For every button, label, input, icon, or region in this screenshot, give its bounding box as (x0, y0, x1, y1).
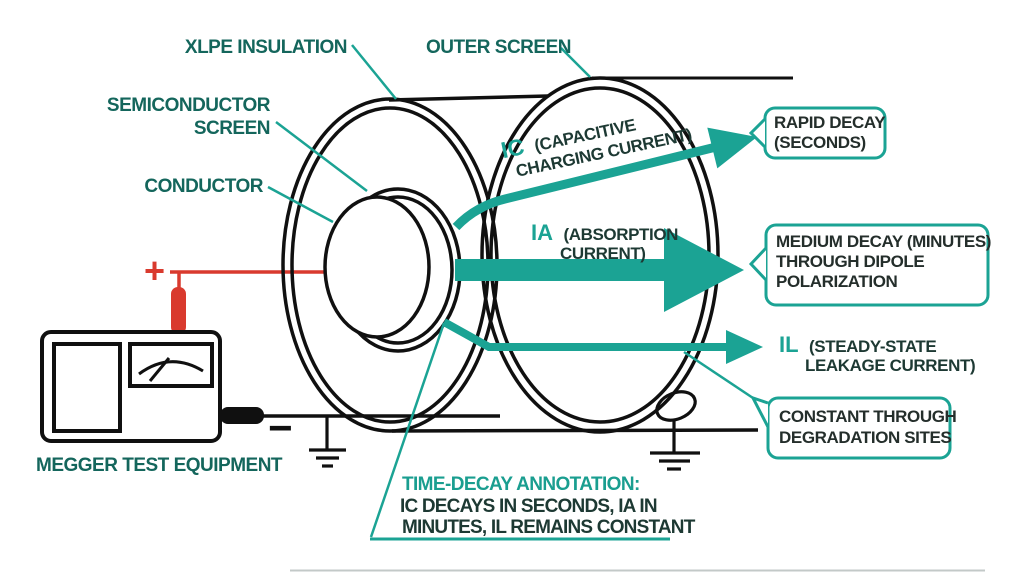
ic-label: IC (CAPACITIVE CHARGING CURRENT) (499, 115, 694, 180)
negative-probe (220, 407, 264, 424)
label-outer-screen: OUTER SCREEN (426, 37, 571, 58)
leader-xlpe (351, 44, 397, 100)
leader-semiconductor (275, 121, 368, 192)
callout-rapid-line2: (SECONDS) (774, 133, 866, 152)
leader-lines (267, 44, 754, 541)
label-megger: MEGGER TEST EQUIPMENT (36, 455, 283, 476)
svg-text:IA (ABSORPTION: IA (ABSORPTION (531, 220, 678, 245)
callout-medium-line3: POLARIZATION (776, 272, 898, 291)
ia-symbol: IA (531, 220, 553, 245)
svg-text:IL (STEADY-STATE: IL (STEADY-STATE (779, 332, 936, 357)
leader-constant-callout (683, 350, 754, 400)
callout-constant-line1: CONSTANT THROUGH (779, 407, 957, 426)
minus-terminal-label: − (268, 404, 293, 451)
meter-arc (138, 360, 204, 376)
annotation-line2: MINUTES, IL REMAINS CONSTANT (402, 517, 696, 538)
leader-annotation (369, 322, 446, 538)
plus-terminal-label: + (144, 250, 165, 291)
label-conductor: CONDUCTOR (144, 176, 263, 197)
callout-constant: CONSTANT THROUGH DEGRADATION SITES (749, 395, 957, 460)
label-semiconductor-line2: SCREEN (194, 118, 270, 139)
il-desc-line1: (STEADY-STATE (809, 337, 936, 356)
cylinder-top-line (388, 94, 549, 102)
time-decay-annotation: TIME-DECAY ANNOTATION: IC DECAYS IN SECO… (400, 474, 697, 538)
callout-medium-decay: MEDIUM DECAY (MINUTES) THROUGH DIPOLE PO… (748, 223, 991, 307)
ground-symbol-right (650, 419, 700, 471)
annotation-line1: IC DECAYS IN SECONDS, IA IN (400, 496, 657, 517)
megger-box: − (40, 330, 293, 451)
positive-probe (171, 287, 186, 334)
ia-arrow (455, 228, 744, 312)
outer-screen-ground-line (391, 428, 759, 433)
il-desc-line2: LEAKAGE CURRENT) (805, 356, 975, 375)
annotation-title: TIME-DECAY ANNOTATION: (402, 474, 640, 495)
leader-conductor (267, 185, 334, 224)
callout-constant-line2: DEGRADATION SITES (779, 428, 951, 447)
ia-desc-line1: (ABSORPTION (563, 225, 678, 244)
ground-symbol-left (309, 416, 346, 468)
callout-rapid-decay: RAPID DECAY (SECONDS) (748, 106, 887, 160)
ground-circuit (262, 414, 759, 471)
callout-medium-line2: THROUGH DIPOLE (776, 252, 924, 271)
meter-display (128, 342, 214, 388)
conductor-ellipse (323, 195, 431, 339)
callout-rapid-line1: RAPID DECAY (774, 113, 886, 132)
megger-panel (52, 342, 122, 433)
positive-circuit: + (144, 250, 325, 334)
il-arrow (442, 318, 763, 364)
ic-arrow (452, 127, 757, 231)
ia-label: IA (ABSORPTION CURRENT) (531, 220, 679, 263)
ic-symbol: IC (499, 133, 527, 163)
meter-needle (148, 357, 171, 382)
leader-outer-screen (560, 47, 591, 78)
il-symbol: IL (779, 332, 799, 357)
callout-medium-line1: MEDIUM DECAY (MINUTES) (776, 232, 991, 251)
degradation-site-ellipse (655, 390, 697, 422)
label-xlpe-insulation: XLPE INSULATION (185, 37, 347, 58)
current-arrows (442, 127, 763, 364)
label-semiconductor-line1: SEMICONDUCTOR (107, 95, 271, 116)
ia-desc-line2: CURRENT) (560, 244, 646, 263)
il-label: IL (STEADY-STATE LEAKAGE CURRENT) (779, 332, 976, 375)
